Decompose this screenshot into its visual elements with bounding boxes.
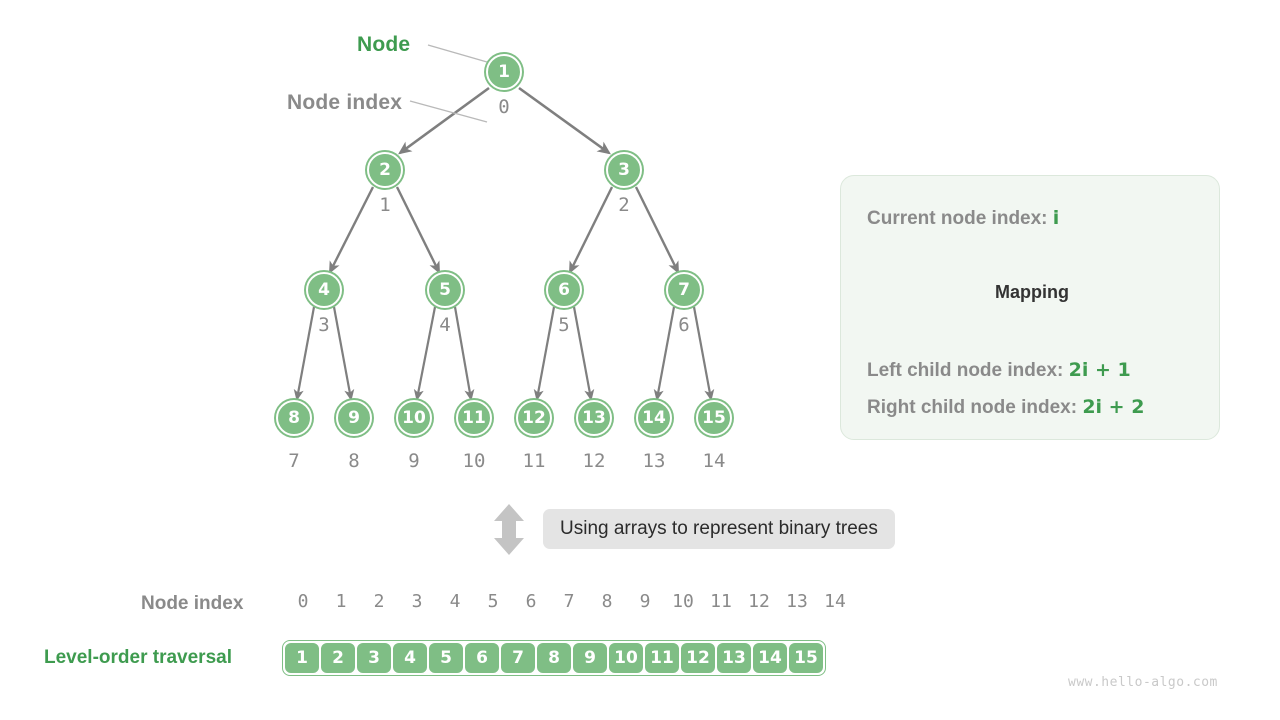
array-cell: 13	[716, 642, 752, 674]
callout-node-label: Node	[357, 33, 411, 56]
array-cell: 5	[428, 642, 464, 674]
array-cell: 1	[284, 642, 320, 674]
tree-node-index-caption: 13	[642, 450, 666, 472]
array-index-cell: 9	[639, 591, 651, 612]
tree-node-index-caption: 14	[702, 450, 726, 472]
array-index-row-label: Node index	[141, 593, 244, 614]
edges-level-2-to-3	[293, 306, 715, 402]
array-index-cell: 13	[786, 591, 808, 612]
tree-node: 10	[396, 400, 432, 436]
array-index-cell: 1	[335, 591, 347, 612]
watermark: www.hello-algo.com	[1068, 675, 1218, 690]
array-cell: 11	[644, 642, 680, 674]
array-index-cell: 0	[297, 591, 309, 612]
caption-text: Using arrays to represent binary trees	[560, 518, 878, 539]
tree-node-index-caption: 1	[379, 194, 391, 216]
tree-node: 9	[336, 400, 372, 436]
caption-chip: Using arrays to represent binary trees	[543, 509, 895, 549]
tree-node: 2	[367, 152, 403, 188]
tree-node: 3	[606, 152, 642, 188]
array-index-cell: 5	[487, 591, 499, 612]
tree-node-index-caption: 0	[498, 96, 510, 118]
array-index-cell: 14	[824, 591, 846, 612]
legend-current-index-line: Current node index: i	[867, 207, 1060, 229]
tree-node: 1	[486, 54, 522, 90]
legend-right-child-line: Right child node index: 2i + 2	[867, 396, 1145, 418]
level-order-traversal-label: Level-order traversal	[44, 647, 232, 668]
tree-node: 6	[546, 272, 582, 308]
array-cell: 14	[752, 642, 788, 674]
callout-leader-lines	[409, 44, 488, 123]
array-cell: 12	[680, 642, 716, 674]
array-index-cell: 6	[525, 591, 537, 612]
array-cell: 9	[572, 642, 608, 674]
tree-node-index-caption: 7	[288, 450, 300, 472]
vertical-double-arrow-icon	[494, 504, 524, 555]
tree-node-index-caption: 3	[318, 314, 330, 336]
tree-node-index-caption: 2	[618, 194, 630, 216]
legend-current-prefix: Current node index:	[867, 208, 1053, 229]
tree-node: 12	[516, 400, 552, 436]
array-cell: 8	[536, 642, 572, 674]
tree-node-index-caption: 12	[582, 450, 606, 472]
tree-node-index-caption: 9	[408, 450, 420, 472]
mapping-legend-panel: Current node index: i Left child node in…	[840, 175, 1220, 440]
array-index-cell: 11	[710, 591, 732, 612]
tree-node: 4	[306, 272, 342, 308]
array-cell: 2	[320, 642, 356, 674]
legend-current-value: i	[1052, 207, 1060, 229]
array-index-cell: 7	[563, 591, 575, 612]
array-cell: 4	[392, 642, 428, 674]
tree-node: 14	[636, 400, 672, 436]
tree-node: 11	[456, 400, 492, 436]
tree-node-index-caption: 6	[678, 314, 690, 336]
callout-node-index-label: Node index	[287, 91, 403, 114]
tree-node: 7	[666, 272, 702, 308]
tree-node-index-caption: 8	[348, 450, 360, 472]
legend-right-prefix: Right child node index:	[867, 397, 1083, 418]
array-index-cell: 3	[411, 591, 423, 612]
array-cell: 3	[356, 642, 392, 674]
tree-node: 13	[576, 400, 612, 436]
array-cell: 6	[464, 642, 500, 674]
tree-node: 5	[427, 272, 463, 308]
array-index-cell: 10	[672, 591, 694, 612]
legend-left-child-line: Left child node index: 2i + 1	[867, 359, 1131, 381]
array-cell: 7	[500, 642, 536, 674]
tree-node-index-caption: 11	[522, 450, 546, 472]
array-index-cell: 2	[373, 591, 385, 612]
array-cell: 15	[788, 642, 824, 674]
legend-right-value: 2i + 2	[1082, 396, 1145, 418]
legend-mapping-label: Mapping	[995, 282, 1069, 302]
tree-node: 15	[696, 400, 732, 436]
tree-node-index-caption: 10	[462, 450, 486, 472]
tree-node-index-caption: 5	[558, 314, 570, 336]
tree-node: 8	[276, 400, 312, 436]
array-index-cell: 8	[601, 591, 613, 612]
array-index-cell: 4	[449, 591, 461, 612]
array-cell: 10	[608, 642, 644, 674]
legend-left-value: 2i + 1	[1068, 359, 1131, 381]
tree-node-index-caption: 4	[439, 314, 451, 336]
array-index-cell: 12	[748, 591, 770, 612]
legend-left-prefix: Left child node index:	[867, 360, 1069, 381]
